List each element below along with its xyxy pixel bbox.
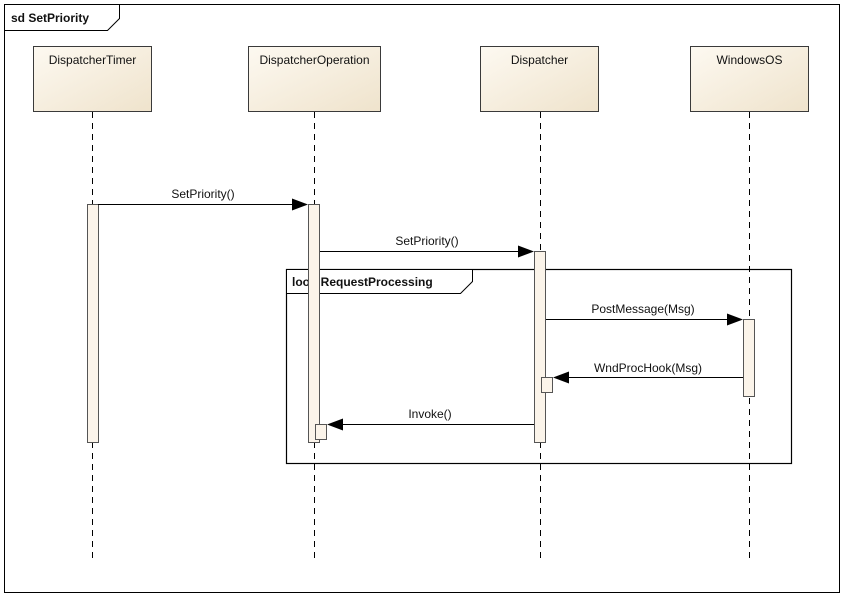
frame-title-tab	[4, 4, 120, 31]
message-label: Invoke()	[408, 407, 451, 421]
message-invoke: Invoke()	[327, 407, 534, 431]
lifeline-name: DispatcherOperation	[259, 53, 369, 67]
fragment-label: loop RequestProcessing	[292, 275, 433, 289]
arrowhead-icon	[518, 245, 534, 258]
arrowhead-icon	[327, 418, 343, 431]
message-label: PostMessage(Msg)	[591, 302, 694, 316]
lifeline-dispatcher: Dispatcher	[480, 46, 599, 560]
activation-bar-operation	[308, 204, 320, 443]
activation-bar-operation-nested	[315, 424, 327, 440]
lifeline-head	[33, 46, 152, 112]
lifeline-dispatcheroperation: DispatcherOperation	[248, 46, 381, 560]
lifeline-name: DispatcherTimer	[49, 53, 137, 67]
message-label: WndProcHook(Msg)	[594, 361, 702, 375]
activation-bar-os	[743, 319, 755, 397]
arrowhead-icon	[292, 198, 308, 211]
activation-bar-timer	[87, 204, 99, 443]
message-wndprochook: WndProcHook(Msg)	[553, 361, 743, 384]
message-postmessage: PostMessage(Msg)	[546, 302, 743, 326]
lifeline-head	[690, 46, 809, 112]
arrowhead-icon	[727, 313, 743, 326]
message-label: SetPriority()	[395, 234, 458, 248]
lifeline-head	[480, 46, 599, 112]
arrowhead-icon	[553, 371, 569, 384]
frame-title: sd SetPriority	[11, 11, 89, 25]
fragment-label-tab	[286, 269, 473, 294]
message-setpriority-1: SetPriority()	[98, 187, 308, 211]
activation-bar-dispatcher	[534, 251, 546, 443]
message-setpriority-2: SetPriority()	[320, 234, 534, 258]
loop-fragment: loop RequestProcessing	[285, 268, 793, 465]
activation-bar-dispatcher-nested	[541, 377, 553, 393]
lifeline-name: Dispatcher	[511, 53, 568, 67]
message-label: SetPriority()	[171, 187, 234, 201]
lifeline-name: WindowsOS	[716, 53, 782, 67]
lifeline-head	[248, 46, 381, 112]
